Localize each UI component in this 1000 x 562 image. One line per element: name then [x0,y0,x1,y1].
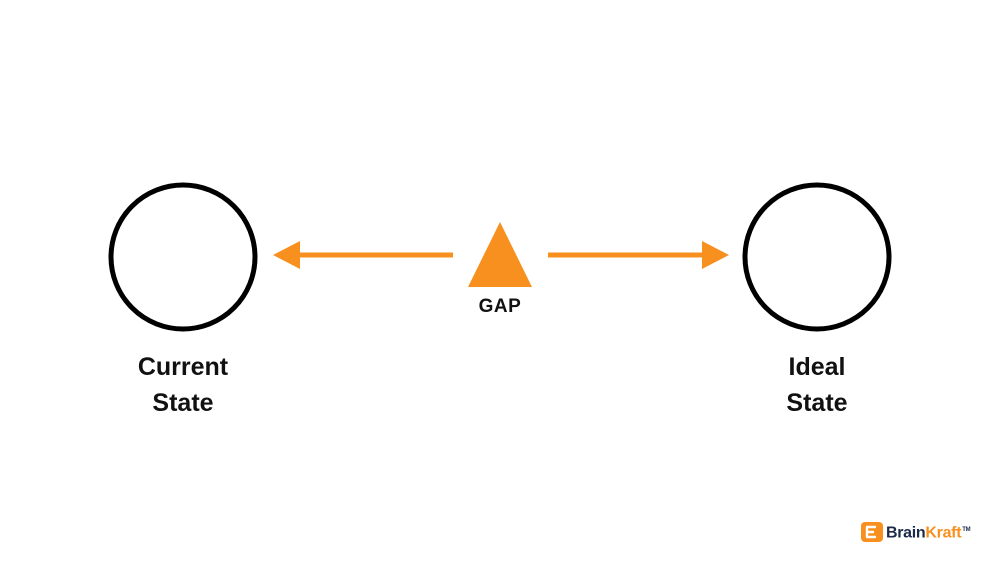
current-state-label-line1: Current [137,353,229,381]
logo-text-kraft: Kraft [925,524,962,542]
gap-label: GAP [478,296,522,317]
arrow-to-current-state [273,241,453,269]
ideal-state-label: Ideal State [717,349,917,421]
current-state-circle [108,182,258,332]
ideal-state-label-line1: Ideal [788,353,846,381]
ideal-state-label-line2: State [786,389,848,417]
arrow-to-ideal-state [548,241,729,269]
gap-triangle-icon [468,222,532,287]
brainkraft-logo-icon [861,522,883,542]
brainkraft-logo: BrainKraftTM [861,521,971,543]
ideal-state-circle [742,182,892,332]
current-state-label: Current State [83,349,283,421]
logo-trademark: TM [962,527,971,534]
current-state-label-line2: State [152,389,214,417]
logo-text-brain: Brain [886,524,926,542]
